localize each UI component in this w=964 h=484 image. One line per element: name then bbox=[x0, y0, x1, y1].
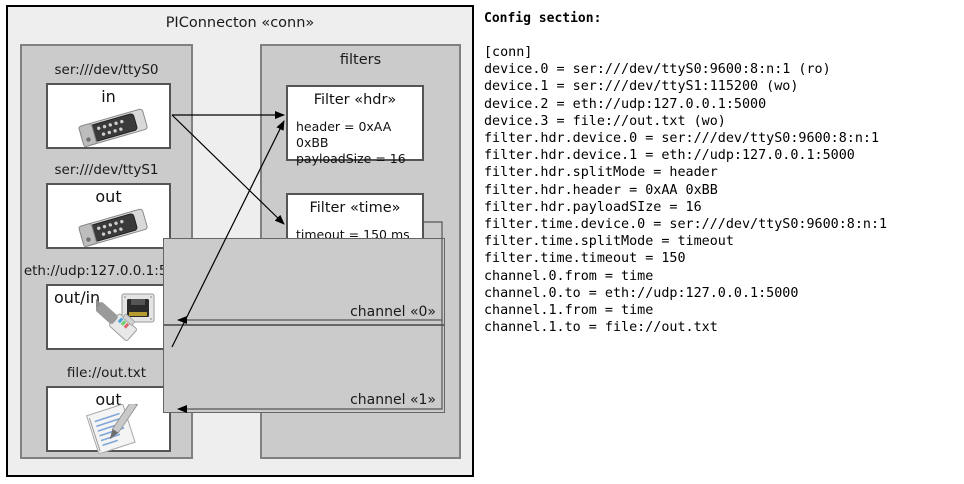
filters-group-title: filters bbox=[339, 52, 382, 68]
filter-card-hdr[interactable]: Filter «hdr» header = 0xAA 0xBB payloadS… bbox=[286, 85, 424, 166]
device-card-ttyS0[interactable]: in bbox=[46, 83, 171, 149]
serial-port-icon bbox=[78, 108, 148, 147]
connector-frame: PIConnecton «conn» filters ser:///dev/tt… bbox=[6, 5, 474, 477]
config-heading: Config section: bbox=[484, 11, 602, 26]
channel-label-0: channel «0» bbox=[350, 304, 436, 320]
device-direction-file: out bbox=[95, 390, 122, 409]
filter-props-hdr: header = 0xAA 0xBB payloadSize = 16 bbox=[296, 119, 422, 167]
filter-title-time: Filter «time» bbox=[309, 200, 401, 216]
config-text[interactable]: [conn] device.0 = ser:///dev/ttyS0:9600:… bbox=[484, 45, 888, 336]
filter-prop: payloadSize = 16 bbox=[296, 151, 406, 166]
device-label-file: file://out.txt bbox=[66, 365, 147, 381]
filter-title-hdr: Filter «hdr» bbox=[313, 92, 397, 108]
device-direction-ttyS1: out bbox=[95, 187, 122, 206]
serial-port-icon bbox=[78, 208, 148, 247]
device-label-ttyS1: ser:///dev/ttyS1 bbox=[54, 162, 159, 178]
device-card-ttyS1[interactable]: out bbox=[46, 183, 171, 249]
device-card-file[interactable]: out bbox=[46, 386, 171, 454]
channel-box-0[interactable]: channel «0» bbox=[163, 238, 445, 325]
frame-title: PIConnecton «conn» bbox=[165, 15, 315, 31]
config-panel: Config section: [conn] device.0 = ser://… bbox=[484, 8, 960, 478]
device-direction-eth: out/in bbox=[54, 288, 101, 307]
channel-box-1[interactable]: channel «1» bbox=[163, 325, 445, 413]
device-card-eth[interactable]: out/in bbox=[46, 284, 171, 350]
text-file-icon bbox=[85, 404, 140, 454]
channel-label-1: channel «1» bbox=[350, 392, 436, 408]
filter-prop: header = 0xAA 0xBB bbox=[296, 119, 392, 150]
device-direction-ttyS0: in bbox=[101, 87, 116, 106]
device-label-eth: eth://udp:127.0.0.1:5000 bbox=[23, 263, 194, 279]
ethernet-jack-icon bbox=[96, 293, 155, 341]
device-label-ttyS0: ser:///dev/ttyS0 bbox=[54, 62, 159, 78]
